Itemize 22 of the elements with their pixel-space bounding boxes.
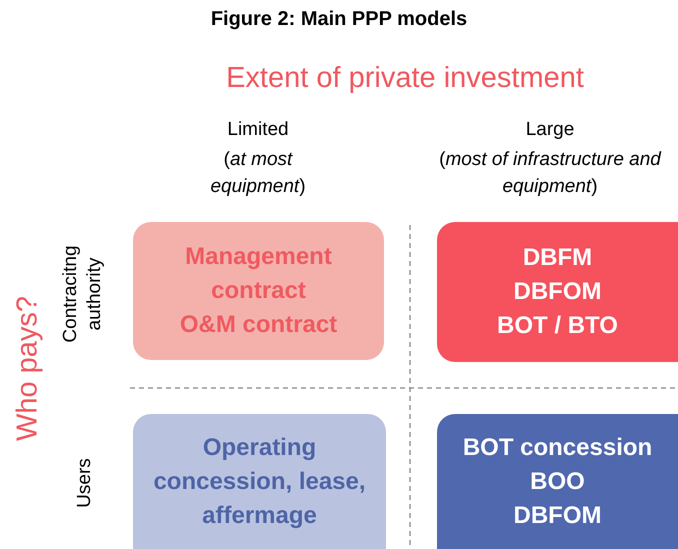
axis-title: Extent of private investment [225, 62, 585, 95]
column-note: (most of infrastructure and equipment) [438, 148, 662, 199]
model-name: Operating concession, lease, affermage [152, 432, 367, 530]
model-box [133, 414, 386, 549]
model-name: BOT concession [462, 432, 652, 462]
axis-title: Who pays? [12, 294, 44, 444]
column-heading: Limited [226, 119, 290, 141]
model-box [437, 222, 678, 362]
row-heading: Contracitng authority [59, 244, 106, 345]
model-name: O&M contract [180, 310, 338, 340]
model-box [437, 414, 678, 549]
model-name: DBFM [522, 243, 592, 273]
column-note: (at most equipment) [209, 148, 307, 199]
row-heading: Users [74, 457, 96, 510]
model-name: Management contract [184, 242, 333, 306]
model-name: DBFOM [514, 277, 602, 307]
model-box [133, 222, 384, 360]
column-heading: Large [524, 119, 576, 141]
model-name: DBFOM [514, 500, 602, 530]
model-name: BOO [530, 466, 585, 496]
figure-title: Figure 2: Main PPP models [210, 8, 468, 31]
model-name: BOT / BTO [497, 311, 618, 341]
